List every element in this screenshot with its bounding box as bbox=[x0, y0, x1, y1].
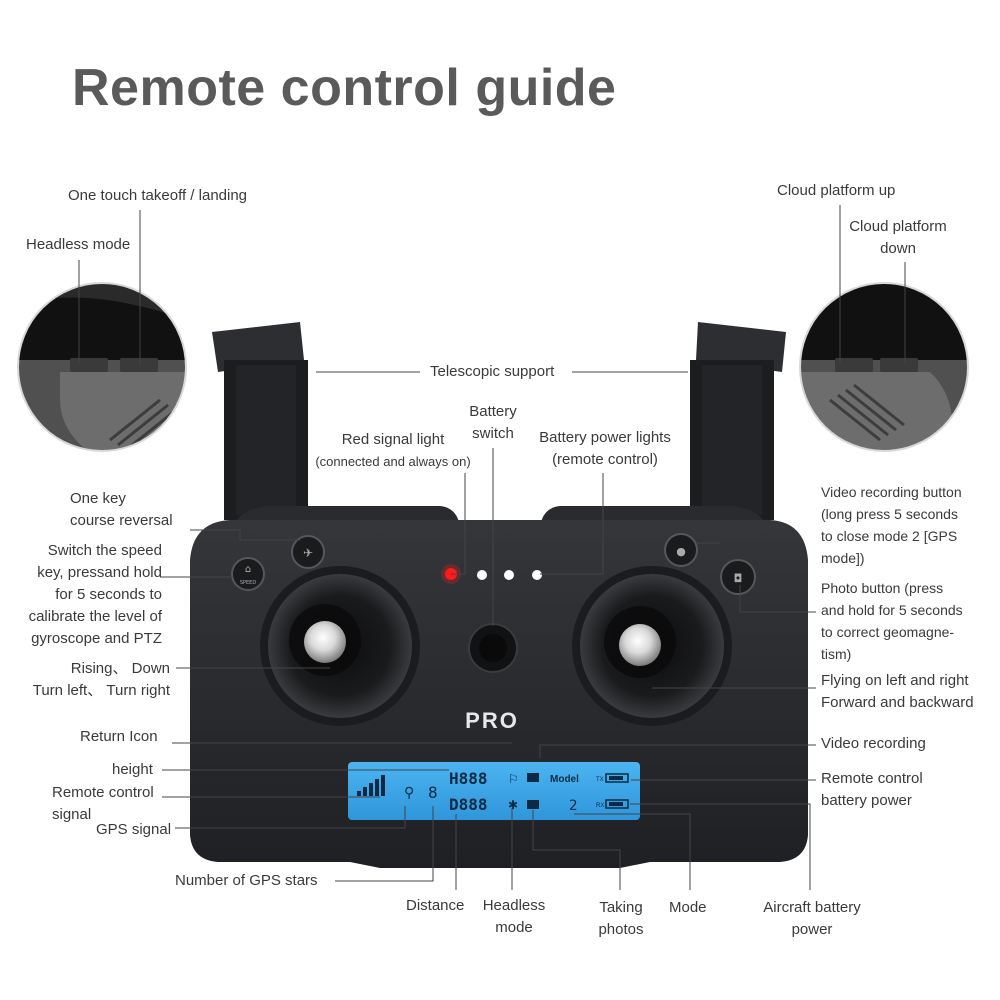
svg-text:Model: Model bbox=[550, 774, 579, 785]
svg-text:SPEED: SPEED bbox=[240, 580, 257, 586]
label-gps-signal: GPS signal bbox=[96, 821, 172, 838]
svg-text:H888: H888 bbox=[449, 769, 488, 788]
svg-text:✱: ✱ bbox=[508, 798, 518, 812]
label-rising: Rising、 Down Turn left、 Turn right bbox=[32, 660, 170, 699]
label-one-touch-takeoff: One touch takeoff / landing bbox=[68, 187, 248, 204]
svg-text:⚐: ⚐ bbox=[508, 772, 519, 786]
label-rc-battery: Remote control battery power bbox=[821, 770, 923, 809]
label-cloud-down: Cloud platform down bbox=[849, 218, 947, 257]
label-battery-switch: Battery switch bbox=[469, 403, 517, 442]
telescopic-arm-left bbox=[212, 322, 308, 520]
svg-text:⚲: ⚲ bbox=[404, 785, 414, 801]
label-aircraft-battery: Aircraft battery power bbox=[763, 899, 861, 938]
joystick-left bbox=[260, 566, 420, 726]
svg-text:◘: ◘ bbox=[734, 572, 743, 585]
label-cloud-up: Cloud platform up bbox=[777, 182, 896, 199]
telescopic-arm-right bbox=[690, 322, 786, 520]
svg-text:TX: TX bbox=[596, 777, 604, 783]
label-video-recording: Video recording bbox=[821, 735, 926, 752]
label-mode: Mode bbox=[669, 899, 707, 916]
label-red-signal: Red signal light (connected and always o… bbox=[315, 431, 471, 469]
label-photo-button: Photo button (press and hold for 5 secon… bbox=[821, 580, 963, 662]
label-video-button: Video recording button (long press 5 sec… bbox=[821, 484, 962, 566]
label-height: height bbox=[112, 761, 153, 778]
label-telescopic: Telescopic support bbox=[430, 363, 555, 380]
svg-text:D888: D888 bbox=[449, 795, 488, 814]
svg-text:●: ● bbox=[676, 545, 686, 558]
page-title: Remote control guide bbox=[72, 59, 617, 117]
label-switch-speed: Switch the speed key, pressand hold for … bbox=[28, 542, 162, 647]
label-rc-signal: Remote control signal bbox=[52, 784, 154, 823]
svg-text:8: 8 bbox=[428, 783, 438, 802]
label-gps-stars: Number of GPS stars bbox=[175, 872, 318, 889]
label-flying: Flying on left and right Forward and bac… bbox=[821, 672, 974, 711]
svg-text:RX: RX bbox=[596, 803, 604, 809]
svg-text:⌂: ⌂ bbox=[245, 564, 251, 575]
label-battery-lights: Battery power lights (remote control) bbox=[539, 429, 671, 468]
label-distance: Distance bbox=[406, 897, 465, 914]
leader-lines bbox=[78, 205, 906, 890]
svg-text:2: 2 bbox=[569, 798, 577, 814]
label-headless-mode: Headless mode bbox=[482, 897, 546, 936]
label-taking-photos: Taking photos bbox=[598, 899, 644, 938]
label-headless-mode-top: Headless mode bbox=[26, 236, 131, 253]
svg-text:✈: ✈ bbox=[303, 546, 313, 560]
brand-logo: PRO bbox=[465, 708, 519, 733]
label-return-icon: Return Icon bbox=[80, 728, 158, 745]
joystick-right bbox=[572, 566, 732, 726]
label-one-key: One key course reversal bbox=[70, 490, 173, 529]
lcd-screen: ⚲ 8 H888 D888 ⚐ ✱ Model 2 TX RX bbox=[348, 762, 640, 820]
